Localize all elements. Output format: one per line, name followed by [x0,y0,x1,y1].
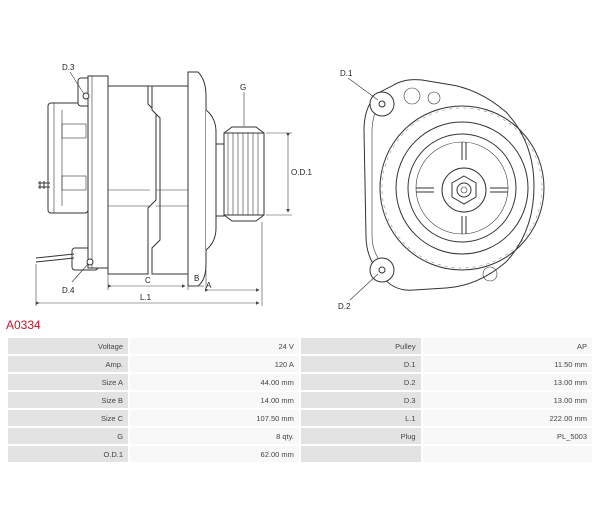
spec-label: D.2 [300,374,421,390]
label-a: A [206,281,212,290]
spec-label: Size C [8,410,129,426]
spec-label: Voltage [8,338,129,354]
label-c: C [145,276,151,285]
spec-label: Size A [8,374,129,390]
label-d1: D.1 [340,69,353,78]
spec-label: Pulley [300,338,421,354]
spec-value: 120 A [130,356,299,372]
side-view: D.3 D.4 G O.D.1 C B A L.1 [35,63,312,306]
spec-label: D.3 [300,392,421,408]
spec-value [422,446,592,462]
spec-value: 13.00 mm [422,374,592,390]
spec-label: O.D.1 [8,446,129,462]
spec-label: D.1 [300,356,421,372]
spec-value: 14.00 mm [130,392,299,408]
spec-value: 13.00 mm [422,392,592,408]
part-number: A0334 [6,318,41,332]
spec-value: 107.50 mm [130,410,299,426]
label-b: B [194,274,199,283]
label-l1: L.1 [140,293,152,302]
spec-label: Amp. [8,356,129,372]
spec-label: Size B [8,392,129,408]
label-d3: D.3 [62,63,75,72]
spec-label [300,446,421,462]
spec-value: AP [422,338,592,354]
label-d4: D.4 [62,286,75,295]
front-view: D.1 D.2 [338,69,545,311]
label-od1: O.D.1 [291,168,312,177]
label-g: G [240,83,246,92]
alternator-drawing: D.3 D.4 G O.D.1 C B A L.1 [35,63,545,311]
spec-value: 11.50 mm [422,356,592,372]
pulley [223,126,265,222]
spec-value: 44.00 mm [130,374,299,390]
spec-value: 222.00 mm [422,410,592,426]
spec-value: 8 qty. [130,428,299,444]
spec-value: 24 V [130,338,299,354]
spec-label: G [8,428,129,444]
spec-value: 62.00 mm [130,446,299,462]
spec-value: PL_5003 [422,428,592,444]
spec-label: L.1 [300,410,421,426]
spec-label: Plug [300,428,421,444]
label-d2: D.2 [338,302,351,311]
